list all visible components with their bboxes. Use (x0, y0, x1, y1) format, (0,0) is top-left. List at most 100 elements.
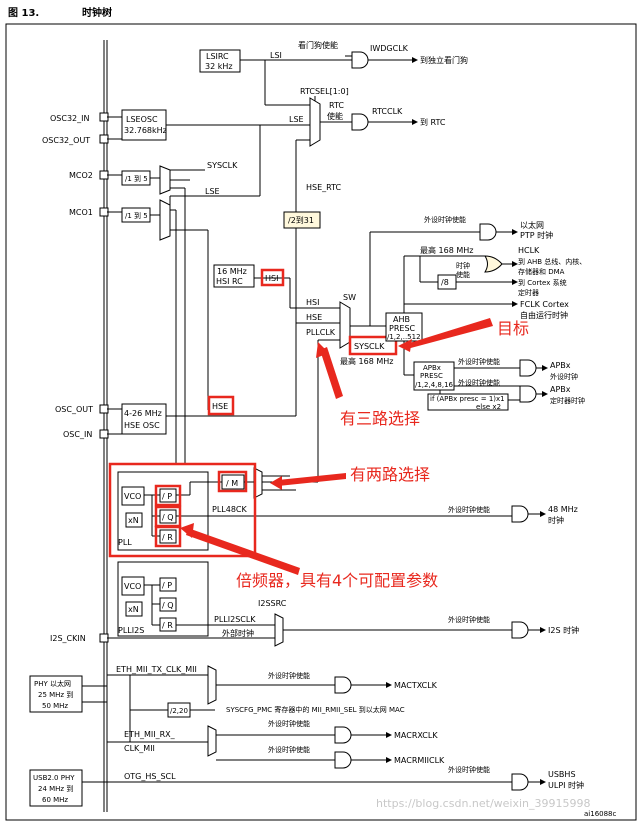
timer-x2-label-2: else x2 (476, 403, 501, 411)
hclk-enable-2: 使能 (456, 270, 470, 279)
signal-lse: LSE (289, 115, 304, 124)
eth-phy-label-2: 25 MHz 到 (38, 691, 73, 699)
signal-rtcsel: RTCSEL[1:0] (300, 87, 349, 96)
mactx-and-gate (334, 676, 352, 694)
hse-osc-label-2: HSE OSC (124, 421, 160, 430)
ahb-label-2: PRESC (389, 324, 416, 333)
macrx-out-label: MACRXCLK (394, 731, 438, 740)
plli2s-xn-label: xN (128, 605, 139, 614)
iwdg-enable-label: 看门狗使能 (298, 40, 338, 50)
plli2s-p-label: / P (162, 581, 172, 590)
usb48-out-1: 48 MHz (548, 505, 578, 514)
apbt-and-gate (519, 385, 537, 403)
usb48-out-2: 时钟 (548, 515, 564, 525)
sysclk-max-label: 最高 168 MHz (340, 356, 393, 366)
hclk-line-1: 到 AHB 总线、内核、 (518, 257, 586, 266)
mco1-mux (159, 199, 171, 241)
lseosc-label-2: 32.768kHz (124, 126, 167, 135)
pll-vco-label: VCO (124, 492, 141, 501)
pll-q-label: / Q (162, 513, 174, 522)
pll-region-highlight (108, 462, 257, 558)
pll-p-highlight (154, 484, 182, 507)
hclk-or-gate (484, 255, 503, 273)
multiplier-arrow (186, 528, 300, 575)
sysclk-highlight (348, 335, 398, 356)
rtcclk-label: RTCCLK (372, 107, 403, 116)
pll-xn-label: xN (128, 516, 139, 525)
ptp-out-2: PTP 时钟 (520, 230, 553, 240)
macrmii-and-gate (334, 751, 352, 769)
signal-pll48ck: PLL48CK (212, 505, 248, 514)
ahb-label-1: AHB (393, 315, 410, 324)
rtc-and-gate (351, 113, 369, 131)
figure-code: ai16088c (584, 810, 617, 818)
rtc-mux (309, 97, 321, 147)
hse-osc-block (121, 403, 167, 435)
hsi-box-label: HSI (265, 274, 278, 283)
hclk-line-3: 到 Cortex 系统 (518, 278, 567, 287)
mactx-enable-label: 外设时钟使能 (268, 671, 310, 680)
figure-title: 时钟树 (82, 6, 112, 19)
hsi-rc-block (213, 264, 255, 288)
apbt-out-1: APBx (550, 385, 571, 394)
iwdgclk-label: IWDGCLK (370, 44, 409, 53)
rtc-divider (283, 211, 321, 229)
pll-m-highlight (217, 470, 248, 493)
lsirc-label-1: LSIRC (206, 52, 229, 61)
hsi-rc-label-1: 16 MHz (217, 267, 247, 276)
signal-eth-rx-1: ETH_MII_RX_ (124, 730, 176, 739)
apbt-enable-label: 外设时钟使能 (458, 378, 500, 387)
rtc-enable-label-2: 使能 (327, 111, 343, 121)
eth-rx-mux (207, 725, 217, 757)
annotation-target: 目标 (497, 319, 529, 338)
usb-phy-label-1: USB2.0 PHY (33, 774, 75, 782)
rtc-divider-label: /2到31 (288, 216, 314, 225)
annotation-two-way: 有两路选择 (350, 465, 430, 484)
eth-tx-mux (207, 665, 217, 705)
hse-box-label: HSE (212, 402, 228, 411)
ulpi-out-1: USBHS (548, 770, 576, 779)
signal-hse-rtc: HSE_RTC (306, 183, 342, 192)
pin-mco2: MCO2 (69, 171, 93, 180)
ahb-label-3: /1,2,..512 (387, 333, 421, 341)
signal-pllclk: PLLCLK (306, 328, 336, 337)
signal-plli2sclk: PLLI2SCLK (214, 615, 256, 624)
mco-sysclk-label: SYSCLK (207, 161, 238, 170)
i2s-and-gate (511, 621, 529, 639)
ptp-enable-label: 外设时钟使能 (424, 215, 466, 224)
ptp-and-gate (479, 223, 497, 241)
lsirc-block (199, 49, 241, 73)
mactx-out-label: MACTXCLK (394, 681, 438, 690)
signal-hsi: HSI (306, 298, 319, 307)
macrmii-out-label: MACRMIICLK (394, 756, 445, 765)
hclk-line-2: 存储器和 DMA (518, 267, 565, 276)
pin-labels: OSC32_IN OSC32_OUT MCO2 MCO1 OSC_OUT OSC… (42, 114, 93, 643)
watermark: https://blog.csdn.net/weixin_39915998 (376, 797, 591, 810)
signal-hse: HSE (306, 313, 322, 322)
pll-block (117, 471, 209, 551)
target-arrow (403, 318, 493, 349)
figure-label: 图 13. (8, 7, 39, 19)
apbx-out-2: 外设时钟 (550, 372, 578, 381)
pll-multiplier (125, 512, 143, 528)
mco2-mux (159, 165, 171, 195)
plli2s-vco-label: VCO (124, 582, 141, 591)
ptp-out-1: 以太网 (520, 220, 544, 230)
apbx-out-1: APBx (550, 361, 571, 370)
three-way-arrow (320, 347, 343, 399)
pll-label: PLL (118, 538, 132, 547)
annotation-three-way: 有三路选择 (340, 409, 420, 428)
eth-phy-label-1: PHY 以太网 (34, 679, 71, 688)
hse-highlight (207, 395, 235, 416)
hclk-line-4: 定时器 (518, 288, 539, 297)
apbx-and-gate (519, 359, 537, 377)
pin-i2s-ckin: I2S_CKIN (50, 634, 86, 643)
signal-eth-rx-2: CLK_MII (124, 744, 155, 753)
timer-x2-block (427, 393, 509, 411)
signal-sw: SW (343, 293, 356, 302)
usb-phy-label-3: 60 MHz (42, 796, 68, 804)
hclk-title: HCLK (518, 246, 540, 255)
pin-mco1: MCO1 (69, 208, 93, 217)
apb-label-3: /1,2,4,8,16 (415, 381, 454, 389)
div8-label: /8 (441, 278, 449, 287)
